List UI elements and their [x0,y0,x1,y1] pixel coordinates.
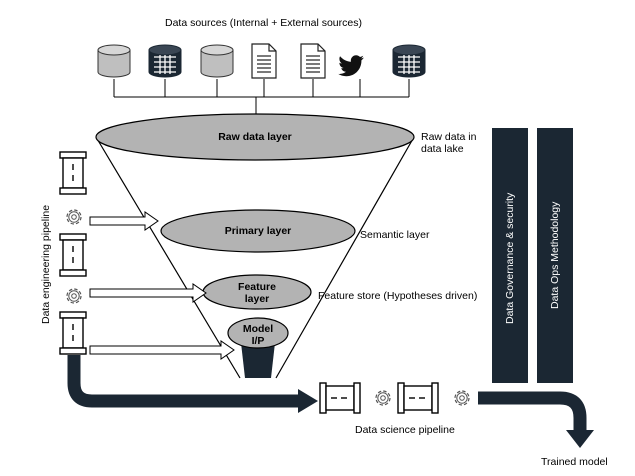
pipeline-flow-arrow [67,355,300,408]
semantic-layer-label: Semantic layer [360,229,430,241]
pipe-segment-icon [59,151,87,195]
raw-data-layer-ellipse [95,113,415,161]
raw-data-layer-label: Raw data layer [218,131,292,143]
dataops-methodology-label: Data Ops Methodology [549,201,561,309]
ingest-arrows [89,211,235,360]
source-connector-lines [113,79,410,115]
database-table-icon [392,44,426,78]
trained-model-label: Trained model [541,456,608,468]
gear-icon [375,390,391,406]
primary-layer-label: Primary layer [224,225,292,237]
document-icon [300,43,326,79]
feature-layer-label-line2: layer [244,293,270,305]
primary-layer-ellipse [160,209,356,253]
output-flow-arrow [478,391,587,432]
database-gray-icon [97,44,131,78]
data-engineering-pipeline-label: Data engineering pipeline [40,204,52,324]
governance-security-label: Data Governance & security [504,192,516,324]
gear-icon [66,209,82,225]
pipe-segment-icon [397,382,439,414]
pipeline-flow-arrowhead [298,389,318,413]
pipe-segment-icon [319,382,361,414]
feature-layer-label-line1: Feature [238,281,276,293]
model-ip-ellipse [227,317,289,349]
output-arrowhead [566,430,594,448]
model-ip-label-line2: I/P [251,335,265,347]
database-table-icon [148,44,182,78]
raw-data-lake-label-line2: data lake [421,143,464,155]
feature-store-label: Feature store (Hypotheses driven) [318,290,478,302]
dataops-methodology-bar [537,128,573,383]
gear-icon [454,390,470,406]
pipe-segment-icon [59,233,87,277]
gear-icon [66,288,82,304]
pipe-segment-icon [59,311,87,355]
data-funnel [95,113,415,379]
model-ip-label-line1: Model [242,323,274,335]
data-sources-title: Data sources (Internal + External source… [165,17,362,29]
document-icon [251,43,277,79]
raw-data-lake-label-line1: Raw data in [421,131,477,143]
database-gray-icon [200,44,234,78]
data-science-pipeline-label: Data science pipeline [355,424,455,436]
governance-security-bar [492,128,528,383]
twitter-bird-icon [338,55,364,77]
